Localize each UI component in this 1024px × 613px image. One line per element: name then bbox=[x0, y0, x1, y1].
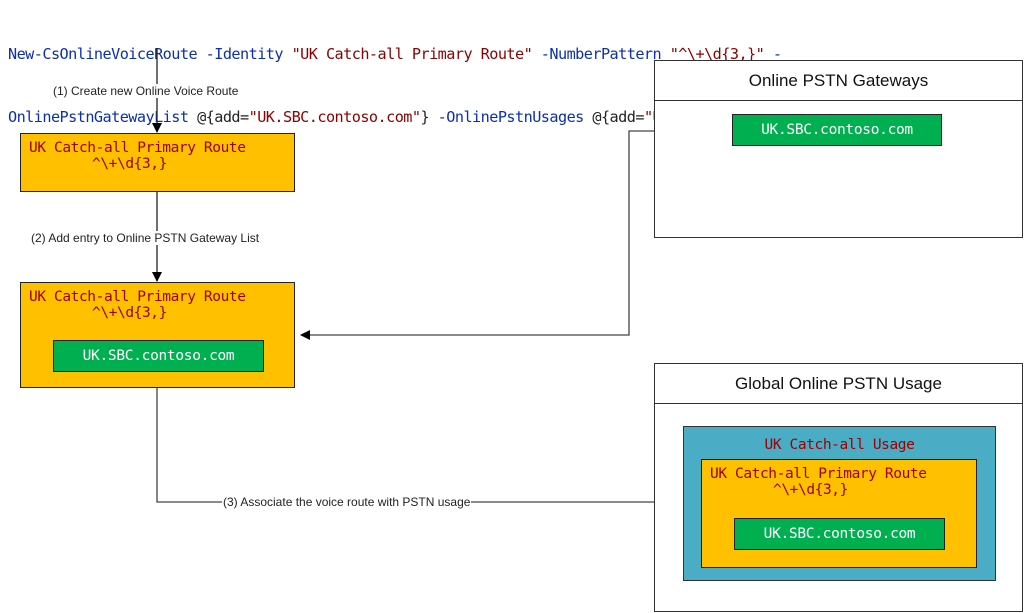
command-token: } bbox=[420, 108, 430, 126]
gateway-entry[interactable]: UK.SBC.contoso.com bbox=[734, 518, 945, 550]
step2-label: (2) Add entry to Online PSTN Gateway Lis… bbox=[31, 231, 260, 245]
route-name: UK Catch-all Primary Route bbox=[29, 289, 246, 305]
command-token: New-CsOnlineVoiceRoute -Identity bbox=[8, 45, 292, 63]
step3-label: (3) Associate the voice route with PSTN … bbox=[222, 495, 472, 509]
global-online-pstn-usage-panel: Global Online PSTN Usage UK Catch-all Us… bbox=[654, 363, 1023, 612]
gateway-entry[interactable]: UK.SBC.contoso.com bbox=[53, 340, 264, 372]
route-pattern: ^\+\d{3,} bbox=[92, 305, 167, 321]
panel-title: Global Online PSTN Usage bbox=[655, 364, 1022, 404]
command-token: @{add= bbox=[592, 108, 644, 126]
route-pattern: ^\+\d{3,} bbox=[92, 156, 167, 172]
step1-label: (1) Create new Online Voice Route bbox=[53, 84, 239, 98]
command-token: "^\+\d{3,}" bbox=[669, 45, 765, 63]
command-token: @{add= bbox=[197, 108, 249, 126]
command-token: -OnlinePstnUsages bbox=[429, 108, 593, 126]
gateway-entry[interactable]: UK.SBC.contoso.com bbox=[732, 114, 942, 146]
voice-route-box[interactable]: UK Catch-all Primary Route ^\+\d{3,} UK.… bbox=[701, 459, 977, 568]
command-token: "UK Catch-all Primary Route" bbox=[291, 45, 533, 63]
command-line-1: New-CsOnlineVoiceRoute -Identity "UK Cat… bbox=[8, 44, 824, 65]
step3-connector bbox=[156, 388, 682, 507]
route-name: UK Catch-all Primary Route bbox=[29, 140, 246, 156]
usage-name: UK Catch-all Usage bbox=[764, 437, 915, 453]
voice-route-box[interactable]: UK Catch-all Primary Route ^\+\d{3,} bbox=[20, 133, 295, 192]
voice-route-with-gateway-box[interactable]: UK Catch-all Primary Route ^\+\d{3,} UK.… bbox=[20, 282, 295, 388]
command-token: OnlinePstnGatewayList bbox=[8, 108, 198, 126]
route-name: UK Catch-all Primary Route bbox=[710, 466, 927, 482]
command-token: "UK.SBC.contoso.com" bbox=[248, 108, 421, 126]
command-token: -NumberPattern bbox=[532, 45, 670, 63]
route-pattern: ^\+\d{3,} bbox=[773, 482, 848, 498]
command-token: - bbox=[764, 45, 782, 63]
online-pstn-gateways-panel: Online PSTN Gateways UK.SBC.contoso.com bbox=[654, 60, 1023, 238]
pstn-usage-box[interactable]: UK Catch-all Usage UK Catch-all Primary … bbox=[683, 426, 996, 581]
panel-title: Online PSTN Gateways bbox=[655, 61, 1022, 101]
